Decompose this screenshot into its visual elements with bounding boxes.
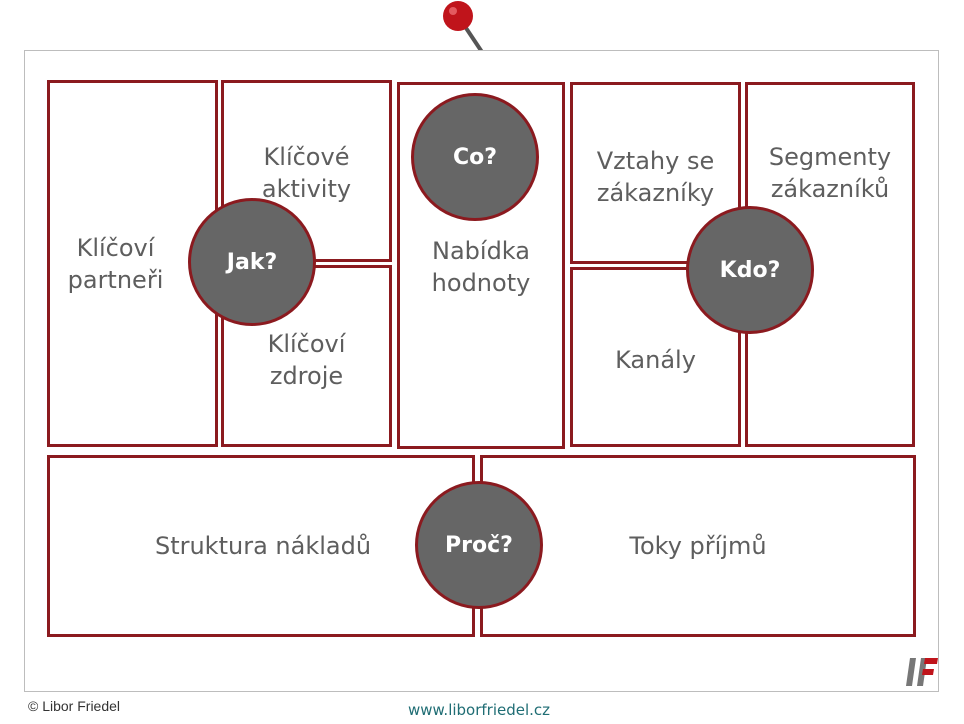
why-question-label: Proč? [445, 532, 513, 558]
revenue-streams-label: Toky příjmů [629, 532, 767, 560]
why-question-circle: Proč? [415, 481, 543, 609]
value-proposition-label: Nabídka hodnoty [431, 237, 531, 297]
how-question-label: Jak? [226, 249, 278, 275]
what-question-label: Co? [452, 144, 498, 170]
who-question-label: Kdo? [719, 257, 781, 283]
logo-icon [906, 658, 938, 686]
key-partners-label: Klíčoví partneři [67, 233, 164, 294]
copyright-text: © Libor Friedel [28, 698, 121, 714]
customer-segments-label: Segmenty zákazníků [768, 143, 892, 203]
what-question-circle: Co? [411, 93, 539, 221]
key-activities-label: Klíčové aktivity [261, 143, 352, 203]
revenue-streams-block: Toky příjmů [480, 455, 916, 637]
how-question-circle: Jak? [188, 198, 316, 326]
customer-relationships-label: Vztahy se zákazníky [596, 147, 715, 207]
website-link[interactable]: www.liborfriedel.cz [408, 701, 551, 719]
key-resources-label: Klíčoví zdroje [267, 330, 346, 390]
who-question-circle: Kdo? [686, 206, 814, 334]
channels-label: Kanály [615, 346, 696, 374]
cost-structure-label: Struktura nákladů [154, 532, 372, 560]
cost-structure-block: Struktura nákladů [47, 455, 475, 637]
